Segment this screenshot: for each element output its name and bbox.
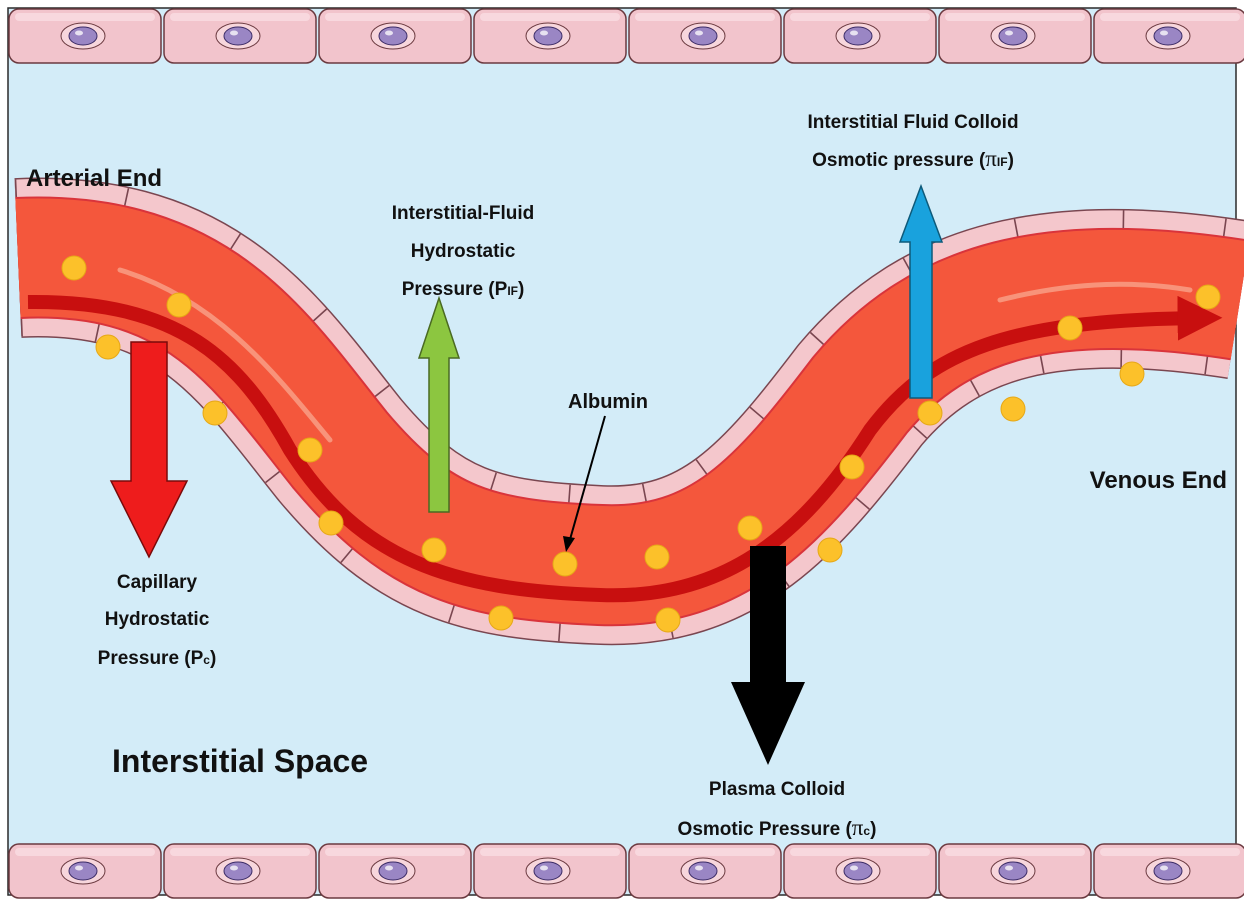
albumin-dot — [1196, 285, 1220, 309]
pif-label-line2: Hydrostatic — [411, 241, 516, 262]
albumin-dot — [1120, 362, 1144, 386]
tissue-cell — [629, 844, 781, 898]
nucleus-icon — [681, 858, 725, 884]
tissue-cell — [784, 9, 936, 63]
albumin-dot — [656, 608, 680, 632]
tissue-cell — [1094, 9, 1244, 63]
tissue-cell — [474, 844, 626, 898]
tissue-cell — [939, 844, 1091, 898]
albumin-label: Albumin — [568, 391, 648, 413]
pif-label-line3: Pressure (PIF) — [402, 279, 525, 300]
albumin-dot — [1058, 316, 1082, 340]
albumin-dot — [167, 293, 191, 317]
nucleus-icon — [836, 23, 880, 49]
nucleus-icon — [991, 23, 1035, 49]
arterial-end-label: Arterial End — [26, 165, 162, 192]
albumin-dot — [489, 606, 513, 630]
top-tissue-cell-row — [9, 9, 1244, 63]
piif-label-line2: Osmotic pressure (πIF) — [812, 146, 1014, 171]
nucleus-icon — [61, 23, 105, 49]
tissue-cell — [474, 9, 626, 63]
nucleus-icon — [216, 858, 260, 884]
albumin-dot — [298, 438, 322, 462]
tissue-cell — [629, 9, 781, 63]
nucleus-icon — [991, 858, 1035, 884]
albumin-dot — [818, 538, 842, 562]
nucleus-icon — [216, 23, 260, 49]
albumin-dot — [553, 552, 577, 576]
nucleus-icon — [371, 23, 415, 49]
pif-label-line1: Interstitial-Fluid — [392, 203, 535, 224]
albumin-dot — [840, 455, 864, 479]
pc-label-line3: Pressure (Pc) — [98, 648, 217, 669]
nucleus-icon — [61, 858, 105, 884]
albumin-dot — [645, 545, 669, 569]
bottom-tissue-cell-row — [9, 844, 1244, 898]
albumin-dot — [319, 511, 343, 535]
interstitial-space-label: Interstitial Space — [112, 743, 368, 779]
nucleus-icon — [371, 858, 415, 884]
albumin-dot — [422, 538, 446, 562]
nucleus-icon — [836, 858, 880, 884]
venous-end-label: Venous End — [1090, 467, 1227, 494]
nucleus-icon — [526, 23, 570, 49]
tissue-cell — [164, 844, 316, 898]
albumin-dot — [738, 516, 762, 540]
interstitial-hydrostatic-pressure-label: Interstitial-Fluid Hydrostatic Pressure … — [392, 203, 535, 300]
nucleus-icon — [1146, 858, 1190, 884]
tissue-cell — [9, 844, 161, 898]
albumin-dot — [1001, 397, 1025, 421]
tissue-cell — [164, 9, 316, 63]
tissue-cell — [784, 844, 936, 898]
albumin-dot — [918, 401, 942, 425]
nucleus-icon — [681, 23, 725, 49]
pc-label-line2: Hydrostatic — [105, 609, 210, 630]
pic-label-line2: Osmotic Pressure (πc) — [678, 815, 877, 840]
albumin-dot — [62, 256, 86, 280]
pic-label-line1: Plasma Colloid — [709, 779, 845, 800]
tissue-cell — [939, 9, 1091, 63]
tissue-cell — [319, 844, 471, 898]
tissue-cell — [319, 9, 471, 63]
piif-label-line1: Interstitial Fluid Colloid — [807, 112, 1018, 133]
nucleus-icon — [1146, 23, 1190, 49]
albumin-dot — [203, 401, 227, 425]
nucleus-icon — [526, 858, 570, 884]
tissue-cell — [9, 9, 161, 63]
tissue-cell — [1094, 844, 1244, 898]
albumin-dot — [96, 335, 120, 359]
pc-label-line1: Capillary — [117, 572, 198, 593]
